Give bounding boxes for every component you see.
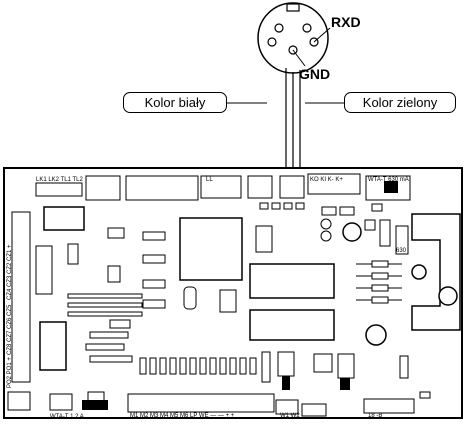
left-mid-label: CZ8 CZ7 CZ6 CZ5	[7, 304, 13, 355]
pcb-board	[3, 167, 463, 419]
mid-connector-label: LL	[206, 177, 213, 183]
supply-label: 18 -B	[368, 413, 382, 419]
fuse-top-label: WTA-T 630 mA	[368, 177, 409, 183]
rxd-label: RXD	[331, 14, 361, 30]
left-top-label: CZ4 CZ3 CZ2 CZ1 +	[7, 244, 13, 300]
led-bank-label: LK1 LK2 TL1 TL2	[36, 177, 83, 183]
microcontroller-chip	[179, 217, 243, 281]
green-wire-callout: Kolor zielony	[344, 92, 456, 113]
gnd-label: GND	[299, 66, 331, 82]
terminal-label: M1 M2 M3 M4 M5 M6 LP WE — — + +	[130, 413, 235, 419]
fuse-bottom-label: WTA-T 1,2 A	[50, 414, 84, 420]
din-connector	[257, 2, 329, 74]
outputs-label: W1 W2	[280, 413, 300, 419]
board-value-label: 630	[396, 248, 407, 254]
white-wire-callout: Kolor biały	[123, 92, 227, 113]
ext-connector-label: KO KI K- K+	[310, 177, 343, 183]
connector-pin	[274, 23, 284, 33]
left-bottom-label: PO2 PO1 +	[7, 357, 13, 388]
board-labels: LK1 LK2 TL1 TL2 LL KO KI K- K+ WTA-T 630…	[7, 177, 409, 420]
connector-pin	[302, 23, 312, 33]
connector-pin	[267, 37, 277, 47]
cable	[285, 68, 301, 176]
